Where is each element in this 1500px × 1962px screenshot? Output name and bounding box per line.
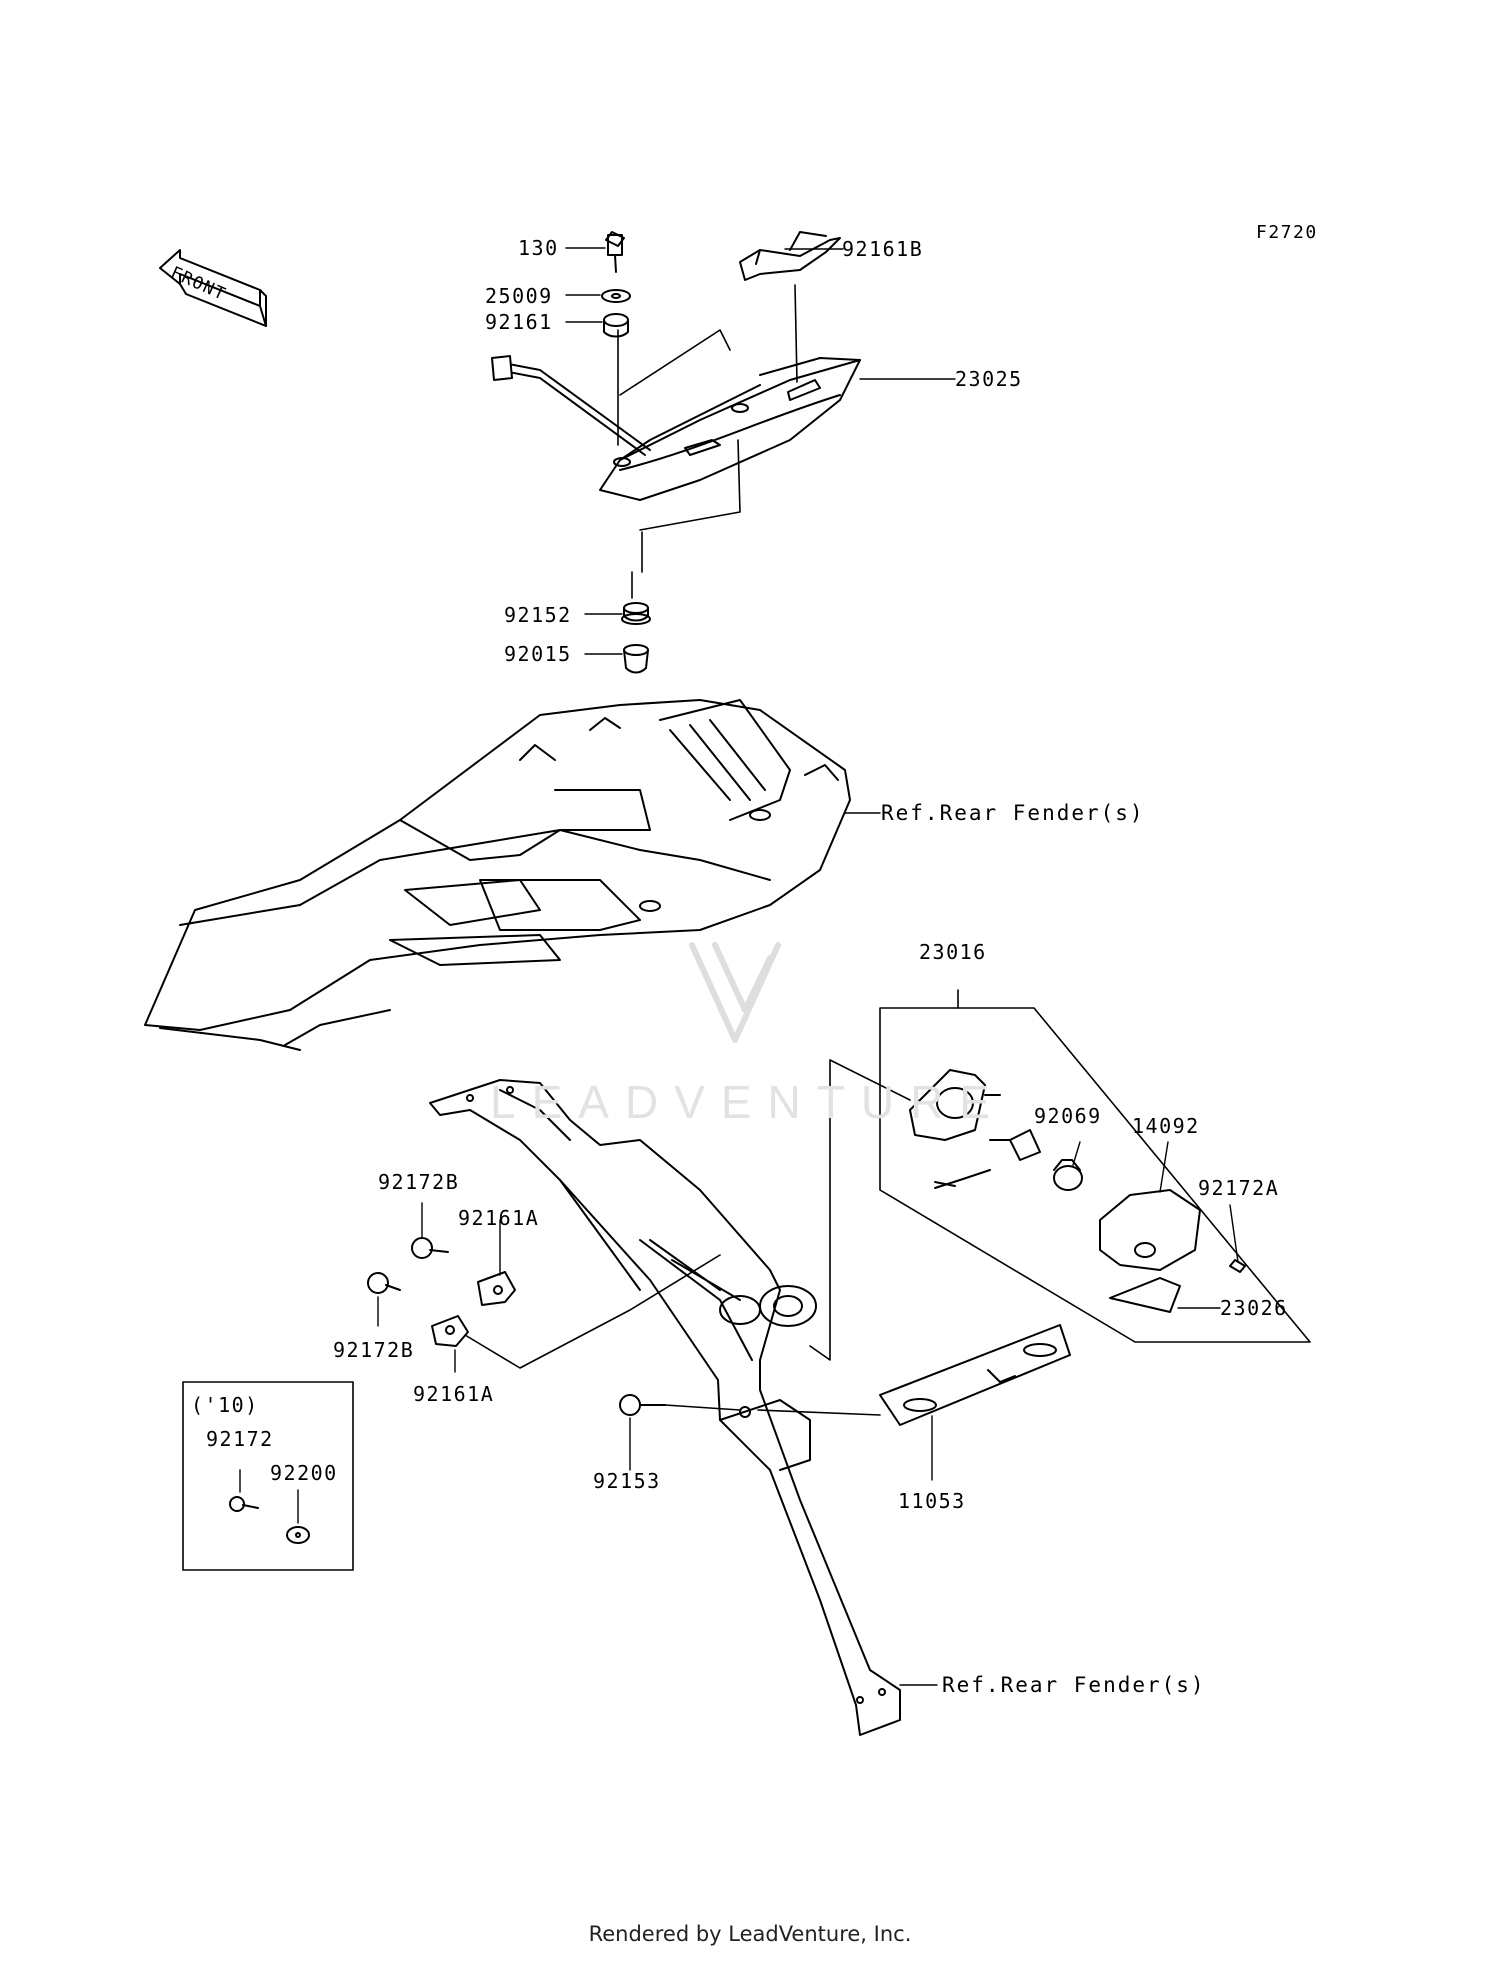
footer-credit: Rendered by LeadVenture, Inc. — [588, 1922, 912, 1946]
socket-part — [934, 1129, 1041, 1189]
inset-box — [182, 1381, 354, 1571]
part-label-23025[interactable]: 23025 — [955, 367, 1023, 391]
kit-outline-23016 — [879, 1007, 1311, 1343]
grommet-92161A-bottom — [431, 1315, 469, 1347]
part-label-14092[interactable]: 14092 — [1132, 1114, 1200, 1138]
screw-92172A — [1229, 1259, 1246, 1273]
bolt-92153 — [619, 1394, 666, 1416]
part-label-92015[interactable]: 92015 — [504, 642, 572, 666]
part-label-92161A-bottom[interactable]: 92161A — [413, 1382, 495, 1406]
ref-rear-fender-top[interactable]: Ref.Rear Fender(s) — [881, 801, 1145, 825]
part-label-25009[interactable]: 25009 — [485, 284, 553, 308]
collar-92152 — [621, 602, 651, 625]
license-plate-stay-part — [429, 1079, 901, 1736]
inset-year-label: ('10) — [191, 1393, 259, 1417]
part-label-130[interactable]: 130 — [518, 236, 559, 260]
part-label-92172[interactable]: 92172 — [206, 1427, 274, 1451]
bolt-130 — [605, 231, 625, 273]
watermark-text: LEADVENTURE — [490, 1076, 1006, 1128]
lens-14092 — [1099, 1189, 1201, 1271]
part-label-92172B-top[interactable]: 92172B — [378, 1170, 460, 1194]
watermark-logo — [689, 942, 781, 1043]
grommet-92161A-top — [477, 1271, 516, 1306]
washer-92200-inset — [286, 1526, 310, 1544]
part-label-92161[interactable]: 92161 — [485, 310, 553, 334]
figure-id: F2720 — [1256, 222, 1318, 243]
screw-92172B-bottom — [367, 1272, 401, 1294]
cover-23026 — [1109, 1277, 1181, 1313]
screw-92172-inset — [229, 1496, 259, 1512]
rear-fender-part — [144, 699, 851, 1051]
bulb-92069 — [1053, 1159, 1083, 1191]
screw-92172B-top — [411, 1237, 449, 1259]
washer-25009 — [601, 289, 631, 303]
part-label-92153[interactable]: 92153 — [593, 1469, 661, 1493]
seat-cowl-part — [491, 355, 861, 501]
part-label-11053[interactable]: 11053 — [898, 1489, 966, 1513]
part-label-92172A[interactable]: 92172A — [1198, 1176, 1280, 1200]
front-arrow-icon — [159, 249, 267, 327]
lamp-housing-part — [909, 1069, 1001, 1141]
part-label-23026[interactable]: 23026 — [1220, 1296, 1288, 1320]
part-label-92172B-bottom[interactable]: 92172B — [333, 1338, 415, 1362]
part-label-92200[interactable]: 92200 — [270, 1461, 338, 1485]
part-label-92161A-top[interactable]: 92161A — [458, 1206, 540, 1230]
part-label-92152[interactable]: 92152 — [504, 603, 572, 627]
license-bracket-11053 — [879, 1324, 1071, 1426]
part-label-92069[interactable]: 92069 — [1034, 1104, 1102, 1128]
part-label-92161B[interactable]: 92161B — [842, 237, 924, 261]
grommet-92161 — [603, 313, 629, 338]
ref-rear-fender-bottom[interactable]: Ref.Rear Fender(s) — [942, 1673, 1206, 1697]
collar-92015 — [623, 644, 649, 674]
stay-bracket-part — [739, 231, 841, 281]
part-label-23016[interactable]: 23016 — [919, 940, 987, 964]
